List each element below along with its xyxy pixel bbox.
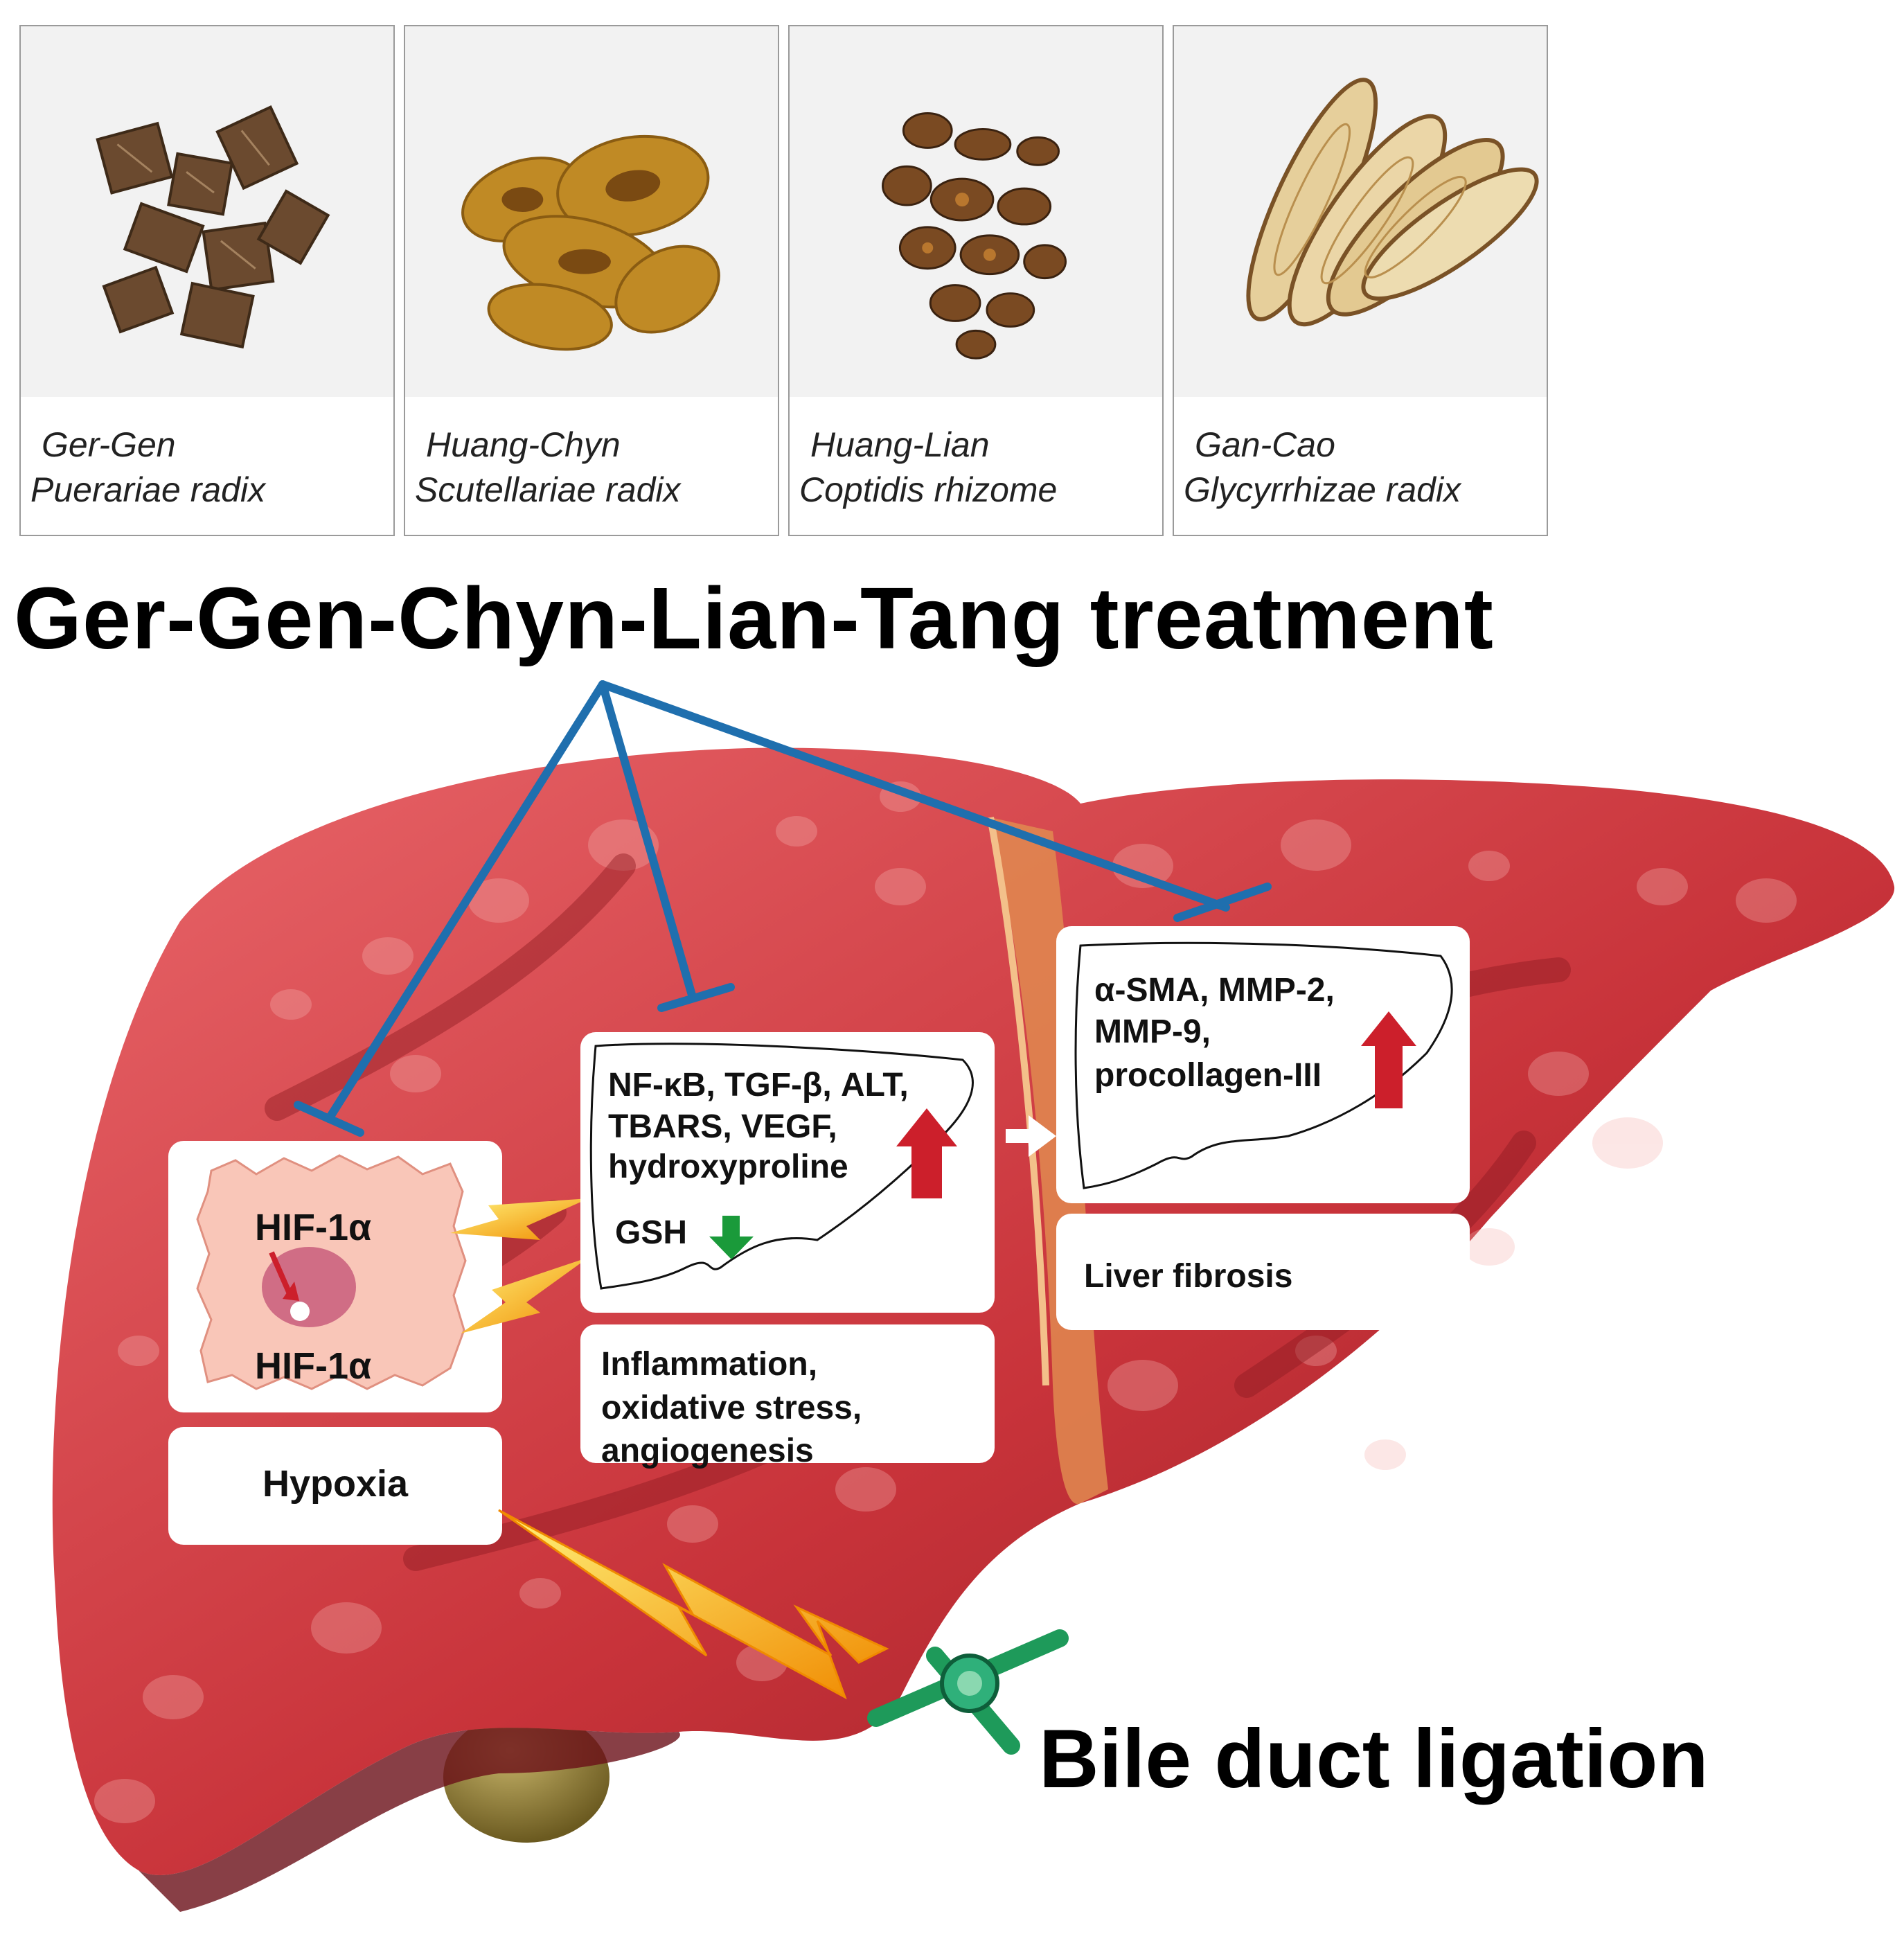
up-arrow-icon bbox=[896, 1108, 957, 1198]
inflammation-marker-line-2: TBARS, VEGF, bbox=[608, 1108, 837, 1145]
liver-texture-blob bbox=[1112, 844, 1173, 888]
liver-outline-icon bbox=[589, 1043, 974, 1290]
fibrosis-marker-line-3: procollagen-III bbox=[1094, 1057, 1322, 1094]
ligature-knot-icon bbox=[867, 1629, 1069, 1755]
liver-texture-blob bbox=[1592, 1117, 1663, 1169]
inflammation-marker-line-3: hydroxyproline bbox=[608, 1149, 848, 1185]
fibrosis-panel bbox=[1056, 926, 1470, 1203]
liver-texture-blob bbox=[1736, 878, 1797, 923]
bile-duct-ligation-label: Bile duct ligation bbox=[1039, 1712, 1709, 1805]
liver-texture-blob bbox=[776, 816, 817, 847]
liver-texture-blob bbox=[1281, 819, 1351, 871]
hypoxia-caption: Hypoxia bbox=[263, 1463, 409, 1505]
liver-texture-blob bbox=[468, 878, 529, 923]
liver-texture-blob bbox=[1528, 1052, 1589, 1096]
inflammation-caption-line-1: Inflammation, bbox=[601, 1346, 817, 1383]
herb-common-name: Huang-Lian bbox=[810, 425, 990, 464]
fibrosis-caption: Liver fibrosis bbox=[1084, 1258, 1292, 1295]
herb-photo-coptis bbox=[790, 26, 1162, 397]
inflammation-panel bbox=[580, 1032, 995, 1313]
down-arrow-icon bbox=[709, 1216, 754, 1259]
fibrosis-marker-line-1: α-SMA, MMP-2, bbox=[1094, 972, 1335, 1009]
herb-card-2: Huang-Chyn Scutellariae radix bbox=[404, 25, 779, 536]
liver-texture-blob bbox=[1637, 868, 1688, 905]
gsh-label: GSH bbox=[615, 1214, 687, 1251]
liver-texture-blob bbox=[1364, 1439, 1406, 1470]
liver-texture-blob bbox=[835, 1467, 896, 1512]
inflammation-caption-line-3: angiogenesis bbox=[601, 1433, 814, 1469]
herb-photo-glycyrrhiza bbox=[1174, 26, 1547, 397]
fibrosis-caption-box bbox=[1056, 1214, 1470, 1330]
hif-label-bottom: HIF-1α bbox=[255, 1345, 371, 1387]
liver-texture-blob bbox=[1107, 1360, 1178, 1411]
liver-texture-blob bbox=[118, 1336, 159, 1366]
liver-texture-blob bbox=[143, 1675, 204, 1719]
herb-latin-name: Puerariae radix bbox=[30, 470, 266, 509]
lightning-icon bbox=[461, 1257, 589, 1333]
liver-texture-blob bbox=[1295, 1336, 1337, 1366]
inflammation-caption-line-2: oxidative stress, bbox=[601, 1390, 862, 1426]
translocation-arrow-icon bbox=[283, 1282, 299, 1301]
lightning-icon bbox=[498, 1509, 889, 1700]
herb-common-name: Huang-Chyn bbox=[426, 425, 621, 464]
inflammation-caption-box bbox=[580, 1324, 995, 1463]
herb-latin-name: Scutellariae radix bbox=[415, 470, 681, 509]
herb-latin-name: Coptidis rhizome bbox=[799, 470, 1058, 509]
liver-texture-blob bbox=[667, 1505, 718, 1543]
lobe-division bbox=[990, 817, 1108, 1505]
liver-texture-blob bbox=[1463, 1228, 1515, 1266]
herb-card-1: Ger-Gen Puerariae radix bbox=[19, 25, 395, 536]
herb-photo-pueraria bbox=[21, 26, 393, 397]
herb-photo-scutellaria bbox=[405, 26, 778, 397]
herb-card-3: Huang-Lian Coptidis rhizome bbox=[788, 25, 1164, 536]
diagram-title: Ger-Gen-Chyn-Lian-Tang treatment bbox=[14, 569, 1494, 667]
liver-texture-blob bbox=[362, 937, 413, 975]
liver-texture-blob bbox=[270, 989, 312, 1020]
herb-latin-name: Glycyrrhizae radix bbox=[1184, 470, 1461, 509]
liver-texture-blob bbox=[1468, 851, 1510, 881]
hypoxia-caption-box bbox=[168, 1427, 502, 1545]
liver-texture-blob bbox=[94, 1779, 155, 1823]
cell-nucleus bbox=[262, 1247, 356, 1327]
lightning-icon bbox=[450, 1198, 589, 1240]
hif-label-top: HIF-1α bbox=[255, 1207, 371, 1248]
progression-arrow-icon bbox=[1006, 1115, 1056, 1157]
herb-card-4: Gan-Cao Glycyrrhizae radix bbox=[1173, 25, 1548, 536]
herb-common-name: Gan-Cao bbox=[1195, 425, 1335, 464]
liver-texture-blob bbox=[519, 1578, 561, 1608]
liver-outline-icon bbox=[1074, 941, 1453, 1189]
up-arrow-icon bbox=[1361, 1011, 1416, 1108]
herb-common-name: Ger-Gen bbox=[42, 425, 176, 464]
liver-texture-blob bbox=[390, 1055, 441, 1092]
liver-texture-blob bbox=[875, 868, 926, 905]
inflammation-marker-line-1: NF-κB, TGF-β, ALT, bbox=[608, 1067, 909, 1104]
fibrosis-marker-line-2: MMP-9, bbox=[1094, 1013, 1211, 1050]
liver-texture-blob bbox=[311, 1602, 382, 1654]
